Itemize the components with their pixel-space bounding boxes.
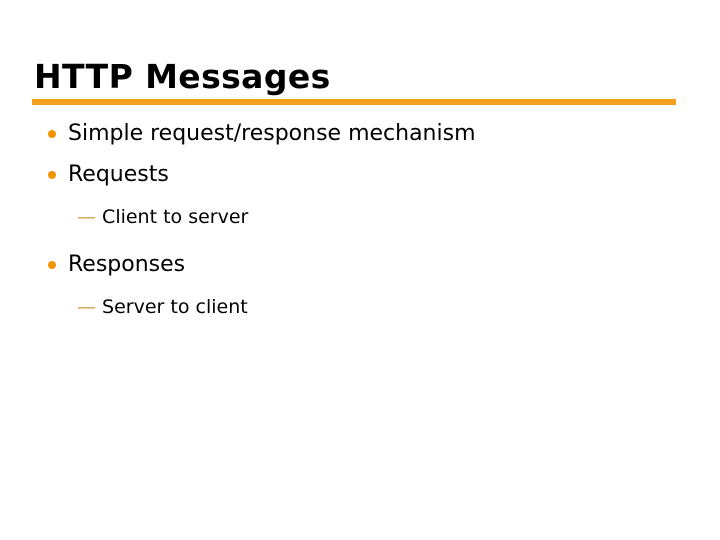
sub-list-item-label: Client to server	[102, 206, 249, 228]
list-item: Requests	[0, 154, 720, 195]
list-item: Simple request/response mechanism	[0, 113, 720, 154]
bullet-dot-icon	[48, 171, 56, 179]
page-title: HTTP Messages	[34, 57, 331, 96]
sub-list-item: — Client to server	[0, 199, 720, 235]
sub-list-item: — Server to client	[0, 289, 720, 325]
list-item-label: Requests	[68, 162, 169, 187]
bullet-dot-icon	[48, 130, 56, 138]
bullet-list: Simple request/response mechanism Reques…	[0, 113, 720, 325]
list-item-label: Simple request/response mechanism	[68, 121, 476, 146]
em-dash-icon: —	[77, 206, 96, 228]
title-underline-rule	[32, 99, 676, 105]
sub-list-item-label: Server to client	[102, 296, 248, 318]
spacer	[0, 235, 720, 244]
bullet-dot-icon	[48, 261, 56, 269]
list-item: Responses	[0, 244, 720, 285]
em-dash-icon: —	[77, 296, 96, 318]
list-item-label: Responses	[68, 252, 186, 277]
